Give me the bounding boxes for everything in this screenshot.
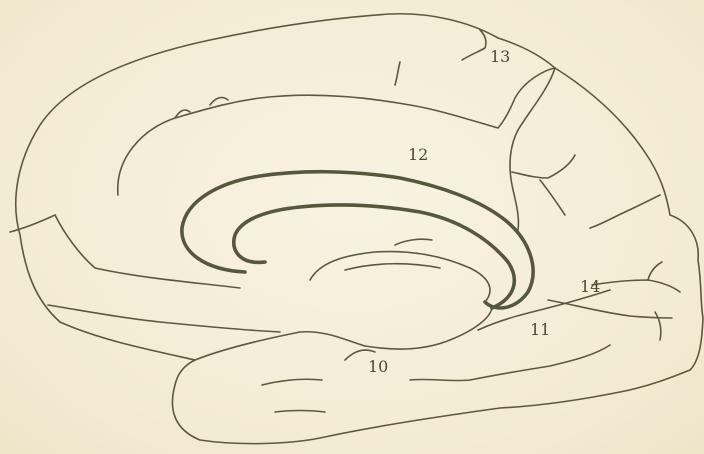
parieto-occipital-sulcus xyxy=(510,68,555,230)
hippocampal-sulcus xyxy=(365,308,492,349)
corpus-callosum xyxy=(234,205,515,308)
label-14: 14 xyxy=(580,277,600,296)
label-11: 11 xyxy=(530,320,550,339)
label-12: 12 xyxy=(408,145,428,164)
callosomarginal-sulcus xyxy=(118,68,555,195)
thalamus-outline xyxy=(310,252,490,302)
label-10: 10 xyxy=(368,357,388,376)
calcarine-sulcus xyxy=(592,280,680,292)
collateral-sulcus xyxy=(410,345,610,381)
paracentral-sulcus xyxy=(462,30,486,60)
label-13: 13 xyxy=(490,47,510,66)
hemisphere-outline xyxy=(16,14,703,444)
